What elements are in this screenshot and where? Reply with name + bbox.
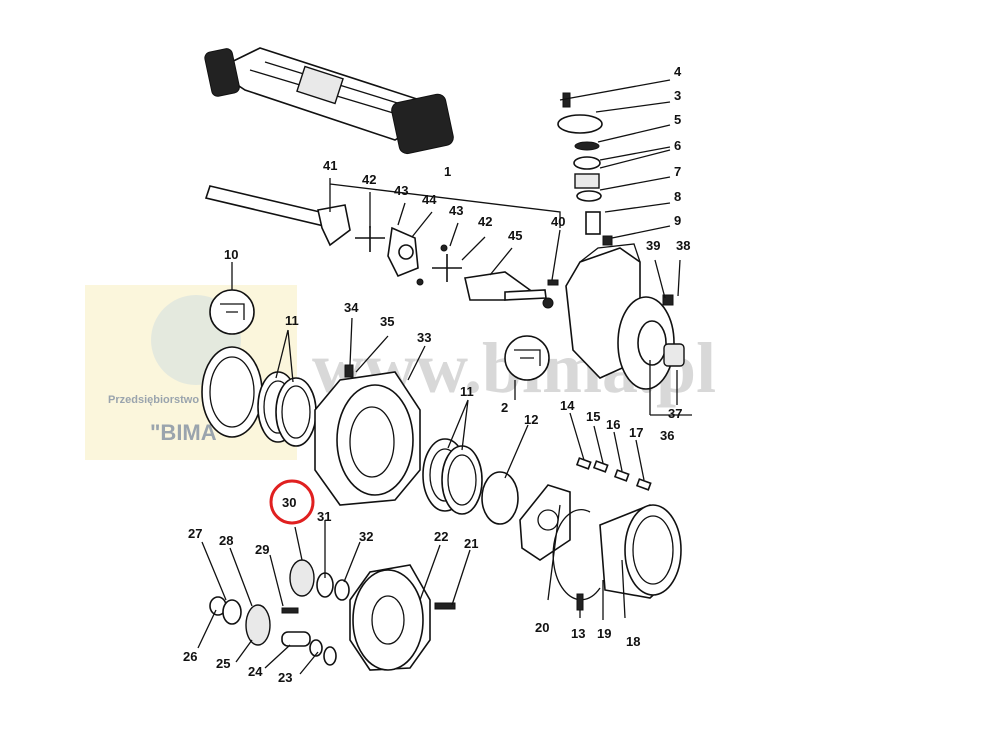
highlight-circle-30 xyxy=(269,479,315,525)
callout-35: 35 xyxy=(380,314,394,329)
callout-24: 24 xyxy=(248,664,263,679)
bearing-pair-right xyxy=(422,438,519,525)
callout-29: 29 xyxy=(255,542,269,557)
callout-11-left: 11 xyxy=(285,313,299,328)
callout-11-right: 11 xyxy=(460,384,474,399)
axle-shaft xyxy=(204,185,351,247)
callout-33: 33 xyxy=(417,330,431,345)
callout-labels: 1 2 3 4 5 6 7 8 9 10 11 11 12 13 14 15 1… xyxy=(183,64,690,685)
callout-45: 45 xyxy=(508,228,522,243)
callout-4: 4 xyxy=(674,64,682,79)
callout-18: 18 xyxy=(626,634,640,649)
hub-carrier xyxy=(314,364,421,506)
callout-20: 20 xyxy=(535,620,549,635)
callout-6: 6 xyxy=(674,138,681,153)
callout-43-right: 43 xyxy=(449,203,463,218)
callout-12: 12 xyxy=(524,412,538,427)
callout-19: 19 xyxy=(597,626,611,641)
callout-8: 8 xyxy=(674,189,681,204)
callout-39: 39 xyxy=(646,238,660,253)
universal-joint-parts xyxy=(355,226,547,301)
callout-43-left: 43 xyxy=(394,183,408,198)
callout-30: 30 xyxy=(282,495,296,510)
callout-2: 2 xyxy=(501,400,508,415)
callout-7: 7 xyxy=(674,164,681,179)
callout-14: 14 xyxy=(560,398,575,413)
callout-25: 25 xyxy=(216,656,230,671)
callout-42-right: 42 xyxy=(478,214,492,229)
callout-21: 21 xyxy=(464,536,478,551)
callout-37: 37 xyxy=(668,406,682,421)
callout-10: 10 xyxy=(224,247,238,262)
callout-40: 40 xyxy=(551,214,565,229)
callout-5: 5 xyxy=(674,112,681,127)
callout-23: 23 xyxy=(278,670,292,685)
callout-28: 28 xyxy=(219,533,233,548)
watermark-company-line: Przedsiębiorstwo Han xyxy=(108,394,223,406)
callout-36: 36 xyxy=(660,428,674,443)
callout-38: 38 xyxy=(676,238,690,253)
callout-26: 26 xyxy=(183,649,197,664)
ring-gear xyxy=(552,504,682,611)
pins xyxy=(575,457,652,491)
callout-9: 9 xyxy=(674,213,681,228)
callout-16: 16 xyxy=(606,417,620,432)
callout-22: 22 xyxy=(434,529,448,544)
callout-41: 41 xyxy=(323,158,337,173)
callout-31: 31 xyxy=(317,509,331,524)
callout-42-left: 42 xyxy=(362,172,376,187)
planet-carrier-plate xyxy=(519,484,571,561)
callout-13: 13 xyxy=(571,626,585,641)
axle-assembly-overview xyxy=(204,47,454,155)
callout-3: 3 xyxy=(674,88,681,103)
leader-lines xyxy=(197,79,692,675)
kingpin-parts xyxy=(557,92,613,246)
callout-1: 1 xyxy=(444,164,451,179)
wheel-hub xyxy=(349,564,456,671)
callout-44: 44 xyxy=(422,192,437,207)
callout-34: 34 xyxy=(344,300,359,315)
planet-gear-set xyxy=(209,559,350,666)
callout-17: 17 xyxy=(629,425,643,440)
callout-15: 15 xyxy=(586,409,600,424)
callout-32: 32 xyxy=(359,529,373,544)
callout-27: 27 xyxy=(188,526,202,541)
seal-and-bearing-left xyxy=(201,346,317,447)
knuckle-housing xyxy=(542,243,685,390)
seal-detail-circles xyxy=(209,289,550,381)
